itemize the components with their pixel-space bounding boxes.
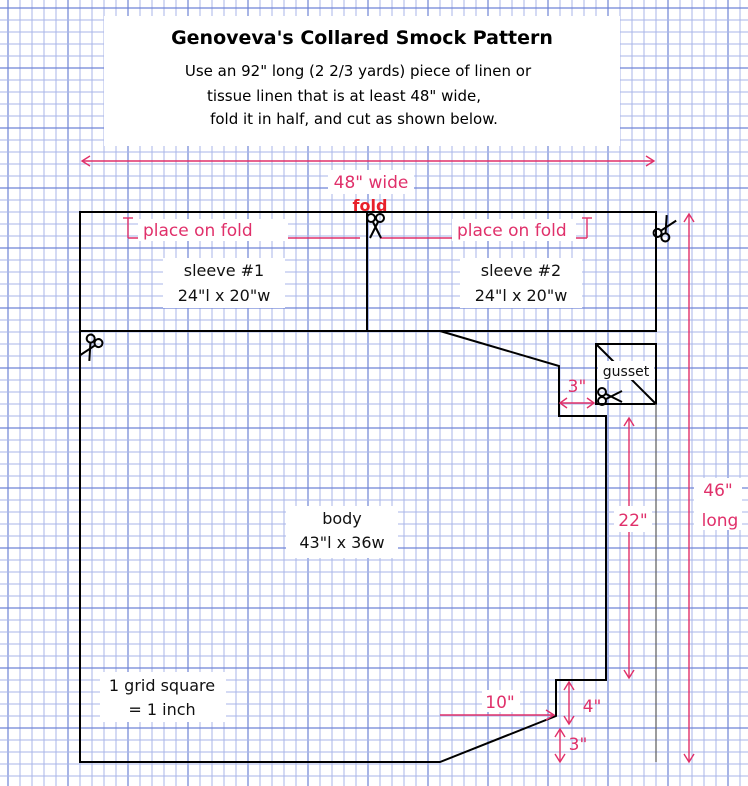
pattern-title: Genoveva's Collared Smock Pattern bbox=[171, 27, 553, 49]
length-label-2: long bbox=[702, 511, 739, 531]
hem-offset-label: 10" bbox=[485, 693, 514, 713]
step-height-dimension: 4" bbox=[563, 680, 602, 726]
gusset-piece: gusset bbox=[595, 343, 657, 405]
body-outline bbox=[79, 330, 607, 763]
scissors-icon bbox=[79, 333, 104, 361]
step-height-label: 4" bbox=[583, 697, 602, 717]
scissors-icon bbox=[652, 215, 677, 243]
instructions-line-3: fold it in half, and cut as shown below. bbox=[210, 110, 498, 128]
gusset-label: gusset bbox=[603, 364, 650, 380]
scissors-icon bbox=[366, 213, 385, 239]
length-dimension: 46" long bbox=[683, 212, 742, 764]
fold-label: fold bbox=[353, 196, 388, 215]
side-length-label: 22" bbox=[618, 511, 647, 531]
instructions-line-1: Use an 92" long (2 2/3 yards) piece of l… bbox=[185, 62, 532, 80]
legend-line-2: = 1 inch bbox=[128, 700, 195, 719]
sleeve-2-size: 24"l x 20"w bbox=[475, 286, 568, 305]
scissors-icon bbox=[597, 387, 623, 406]
sleeve-1-name: sleeve #1 bbox=[184, 261, 264, 280]
width-dimension: 48" wide bbox=[80, 155, 656, 194]
hem-offset-dimension: 10" bbox=[440, 690, 556, 721]
hem-height-label: 3" bbox=[569, 735, 588, 755]
width-label: 48" wide bbox=[334, 173, 409, 193]
body-name: body bbox=[322, 509, 362, 528]
gusset-width-dimension: 3" bbox=[558, 377, 596, 409]
hem-height-dimension: 3" bbox=[554, 727, 588, 764]
place-on-fold-left: place on fold bbox=[143, 221, 253, 241]
sleeve-1-size: 24"l x 20"w bbox=[178, 286, 271, 305]
place-on-fold-right: place on fold bbox=[457, 221, 567, 241]
gusset-width-label: 3" bbox=[568, 377, 587, 397]
sleeve-2-name: sleeve #2 bbox=[481, 261, 561, 280]
side-length-dimension: 22" bbox=[614, 416, 652, 680]
legend-line-1: 1 grid square bbox=[109, 676, 215, 695]
header-box bbox=[104, 16, 620, 146]
length-label-1: 46" bbox=[703, 481, 732, 501]
instructions-line-2: tissue linen that is at least 48" wide, bbox=[207, 87, 481, 105]
place-on-fold-marker: place on fold place on fold bbox=[123, 217, 592, 241]
body-size: 43"l x 36w bbox=[299, 533, 384, 552]
